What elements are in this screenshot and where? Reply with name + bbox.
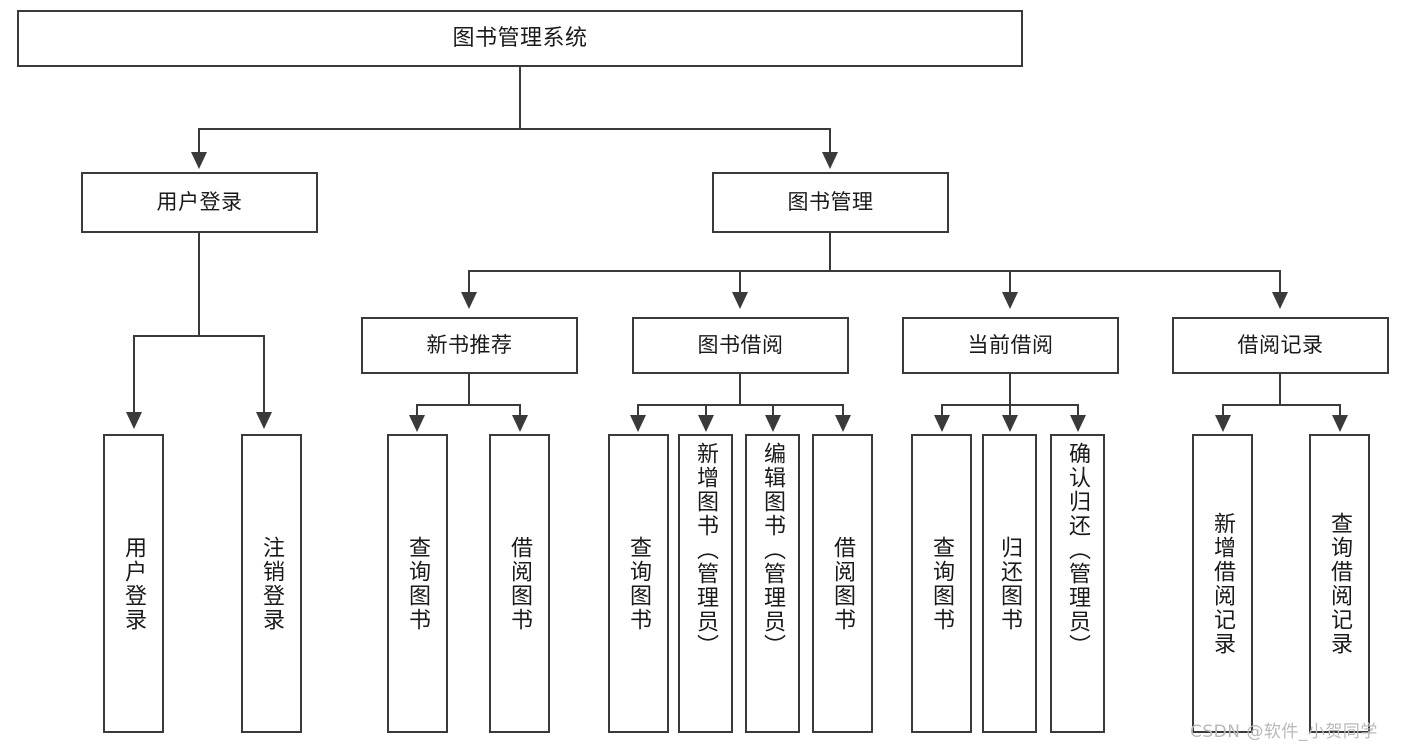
- node-label: 图书管理系统: [452, 25, 588, 51]
- connector-br-drop-1: [1222, 404, 1224, 418]
- leaf-bb-add-book-admin[interactable]: 新增图书（管理员）: [678, 434, 733, 733]
- connector-user-login-bar: [133, 335, 264, 337]
- node-label: 用户登录: [156, 190, 243, 215]
- leaf-br-add-record[interactable]: 新增借阅记录: [1192, 434, 1253, 733]
- connector-root-to-book-management: [829, 128, 831, 155]
- connector-nbr-bar: [416, 404, 521, 406]
- node-new-book-recommend[interactable]: 新书推荐: [361, 317, 578, 374]
- connector-nbr-stem: [468, 374, 470, 404]
- connector-cb-stem: [1009, 374, 1011, 404]
- connector-book-management-stem: [829, 233, 831, 270]
- connector-book-management-bar: [468, 270, 1281, 272]
- connector-cb-drop-3: [1077, 404, 1079, 418]
- leaf-nbr-borrow-book[interactable]: 借阅图书: [489, 434, 550, 733]
- connector-bb-drop-4: [842, 404, 844, 418]
- arrow-bm-to-new-book-recommend: [461, 292, 477, 309]
- node-label: 新书推荐: [426, 333, 513, 358]
- leaf-user-login-logout[interactable]: 注销登录: [241, 434, 302, 733]
- connector-root-stem: [519, 67, 521, 128]
- connector-bm-drop-2: [739, 270, 741, 295]
- node-label: 确认归还（管理员）: [1065, 442, 1091, 658]
- arrow-bm-to-book-borrow: [732, 292, 748, 309]
- node-label: 借阅记录: [1237, 333, 1324, 358]
- connector-root-bar: [198, 128, 831, 130]
- connector-bb-drop-2: [705, 404, 707, 418]
- leaf-cb-return-book[interactable]: 归还图书: [982, 434, 1037, 733]
- arrow-cb-leaf-1: [934, 415, 950, 432]
- arrow-bm-to-borrow-record: [1272, 292, 1288, 309]
- node-user-login[interactable]: 用户登录: [81, 172, 318, 233]
- arrow-bb-leaf-1: [630, 415, 646, 432]
- connector-cb-drop-1: [941, 404, 943, 418]
- connector-br-drop-2: [1339, 404, 1341, 418]
- node-label: 查询图书: [405, 535, 431, 632]
- leaf-bb-borrow-book[interactable]: 借阅图书: [812, 434, 873, 733]
- node-label: 图书管理: [787, 190, 874, 215]
- node-borrow-record[interactable]: 借阅记录: [1172, 317, 1389, 374]
- connector-user-login-drop-1: [133, 335, 135, 415]
- node-book-borrow[interactable]: 图书借阅: [632, 317, 849, 374]
- arrow-nbr-leaf-1: [409, 415, 425, 432]
- arrow-nbr-leaf-2: [512, 415, 528, 432]
- leaf-bb-edit-book-admin[interactable]: 编辑图书（管理员）: [745, 434, 800, 733]
- node-label: 注销登录: [259, 535, 285, 632]
- node-label: 借阅图书: [830, 535, 856, 632]
- leaf-bb-query-book[interactable]: 查询图书: [608, 434, 669, 733]
- connector-user-login-drop-2: [263, 335, 265, 415]
- node-label: 查询图书: [929, 535, 955, 632]
- node-label: 用户登录: [121, 535, 147, 632]
- arrow-bm-to-current-borrow: [1002, 292, 1018, 309]
- leaf-nbr-query-book[interactable]: 查询图书: [387, 434, 448, 733]
- node-label: 当前借阅: [967, 333, 1054, 358]
- connector-cb-drop-2: [1009, 404, 1011, 418]
- leaf-cb-query-book[interactable]: 查询图书: [911, 434, 972, 733]
- node-label: 新增图书（管理员）: [693, 442, 719, 658]
- arrow-bb-leaf-2: [698, 415, 714, 432]
- leaf-br-query-record[interactable]: 查询借阅记录: [1309, 434, 1370, 733]
- arrow-cb-leaf-3: [1070, 415, 1086, 432]
- arrow-bb-leaf-3: [765, 415, 781, 432]
- node-label: 查询借阅记录: [1327, 511, 1353, 656]
- arrow-user-login-leaf-1: [126, 412, 142, 429]
- connector-nbr-drop-1: [416, 404, 418, 418]
- node-label: 编辑图书（管理员）: [760, 442, 786, 658]
- connector-bm-drop-3: [1009, 270, 1011, 295]
- arrow-br-leaf-2: [1332, 415, 1348, 432]
- watermark-text: CSDN @软件_小贺同学: [1190, 722, 1378, 742]
- leaf-cb-confirm-return-admin[interactable]: 确认归还（管理员）: [1050, 434, 1105, 733]
- arrow-user-login-leaf-2: [256, 412, 272, 429]
- connector-nbr-drop-2: [519, 404, 521, 418]
- node-current-borrow[interactable]: 当前借阅: [902, 317, 1119, 374]
- connector-br-stem: [1279, 374, 1281, 404]
- node-root-book-management-system[interactable]: 图书管理系统: [17, 10, 1023, 67]
- node-label: 借阅图书: [507, 535, 533, 632]
- arrow-cb-leaf-2: [1002, 415, 1018, 432]
- connector-root-to-user-login: [198, 128, 200, 155]
- connector-bm-drop-1: [468, 270, 470, 295]
- connector-br-bar: [1222, 404, 1339, 406]
- connector-bb-stem: [739, 374, 741, 404]
- connector-bb-drop-1: [637, 404, 639, 418]
- leaf-user-login-login[interactable]: 用户登录: [103, 434, 164, 733]
- arrow-br-leaf-1: [1215, 415, 1231, 432]
- node-label: 新增借阅记录: [1210, 511, 1236, 656]
- node-label: 归还图书: [997, 535, 1023, 632]
- connector-user-login-stem: [198, 233, 200, 335]
- node-label: 查询图书: [626, 535, 652, 632]
- connector-bb-bar: [637, 404, 844, 406]
- arrow-root-to-user-login: [191, 152, 207, 169]
- arrow-bb-leaf-4: [835, 415, 851, 432]
- node-label: 图书借阅: [697, 333, 784, 358]
- connector-bb-drop-3: [772, 404, 774, 418]
- node-book-management[interactable]: 图书管理: [712, 172, 949, 233]
- arrow-root-to-book-management: [822, 152, 838, 169]
- connector-bm-drop-4: [1279, 270, 1281, 295]
